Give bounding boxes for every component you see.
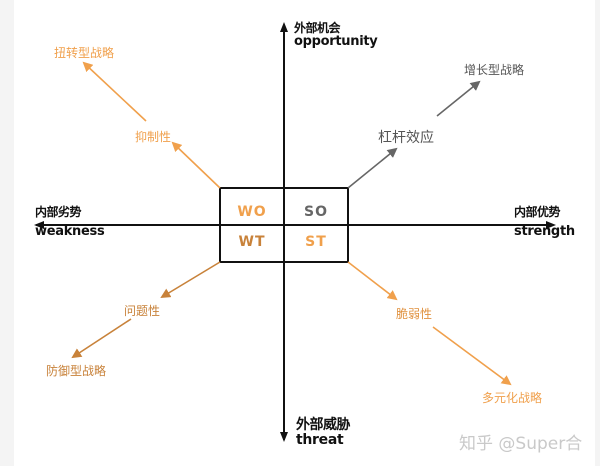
- wo-branch-arrows: [82, 61, 221, 189]
- st-end-label: 多元化战略: [482, 391, 543, 405]
- st-middle-label: 脆弱性: [396, 307, 433, 321]
- quadrant-box: [219, 187, 349, 263]
- right-axis-en: strength: [514, 223, 575, 239]
- wo-end-label: 扭转型战略: [54, 46, 115, 60]
- quadrant-wo: WO: [237, 204, 267, 220]
- axis-arrow-left-icon: [34, 221, 44, 229]
- vertical-axis: [280, 22, 288, 442]
- bottom-axis-cn: 外部威胁: [296, 417, 351, 433]
- right-axis-cn: 内部优势: [514, 205, 561, 219]
- axis-arrow-up-icon: [280, 22, 288, 32]
- top-axis-label: 外部机会 opportunity: [294, 21, 378, 49]
- left-axis-en: weakness: [35, 223, 105, 239]
- left-margin-strip: [0, 0, 14, 466]
- wt-branch-arrows: [71, 261, 221, 359]
- st-branch-arrows: [347, 261, 512, 386]
- left-axis-label: 内部劣势 weakness: [35, 205, 105, 239]
- wt-end-label: 防御型战略: [46, 364, 107, 378]
- quadrant-so: SO: [304, 204, 328, 220]
- axis-arrow-right-icon: [546, 221, 556, 229]
- so-end-label: 增长型战略: [464, 63, 525, 77]
- quadrant-st: ST: [305, 234, 327, 250]
- right-margin-strip: [595, 0, 600, 466]
- top-axis-cn: 外部机会: [294, 21, 341, 35]
- bottom-axis-label: 外部威胁 threat: [296, 417, 351, 448]
- so-middle-label: 杠杆效应: [378, 130, 434, 146]
- left-axis-cn: 内部劣势: [35, 205, 82, 219]
- right-axis-label: 内部优势 strength: [514, 206, 575, 238]
- top-axis-en: opportunity: [294, 33, 378, 49]
- wo-middle-label: 抑制性: [135, 130, 172, 144]
- bottom-axis-en: threat: [296, 431, 344, 448]
- so-branch-arrows: [347, 80, 481, 189]
- quadrant-wt: WT: [238, 234, 266, 250]
- horizontal-axis: [34, 221, 556, 229]
- axis-arrow-down-icon: [280, 432, 288, 442]
- watermark: 知乎 @Super合: [459, 434, 583, 454]
- wt-middle-label: 问题性: [124, 304, 161, 318]
